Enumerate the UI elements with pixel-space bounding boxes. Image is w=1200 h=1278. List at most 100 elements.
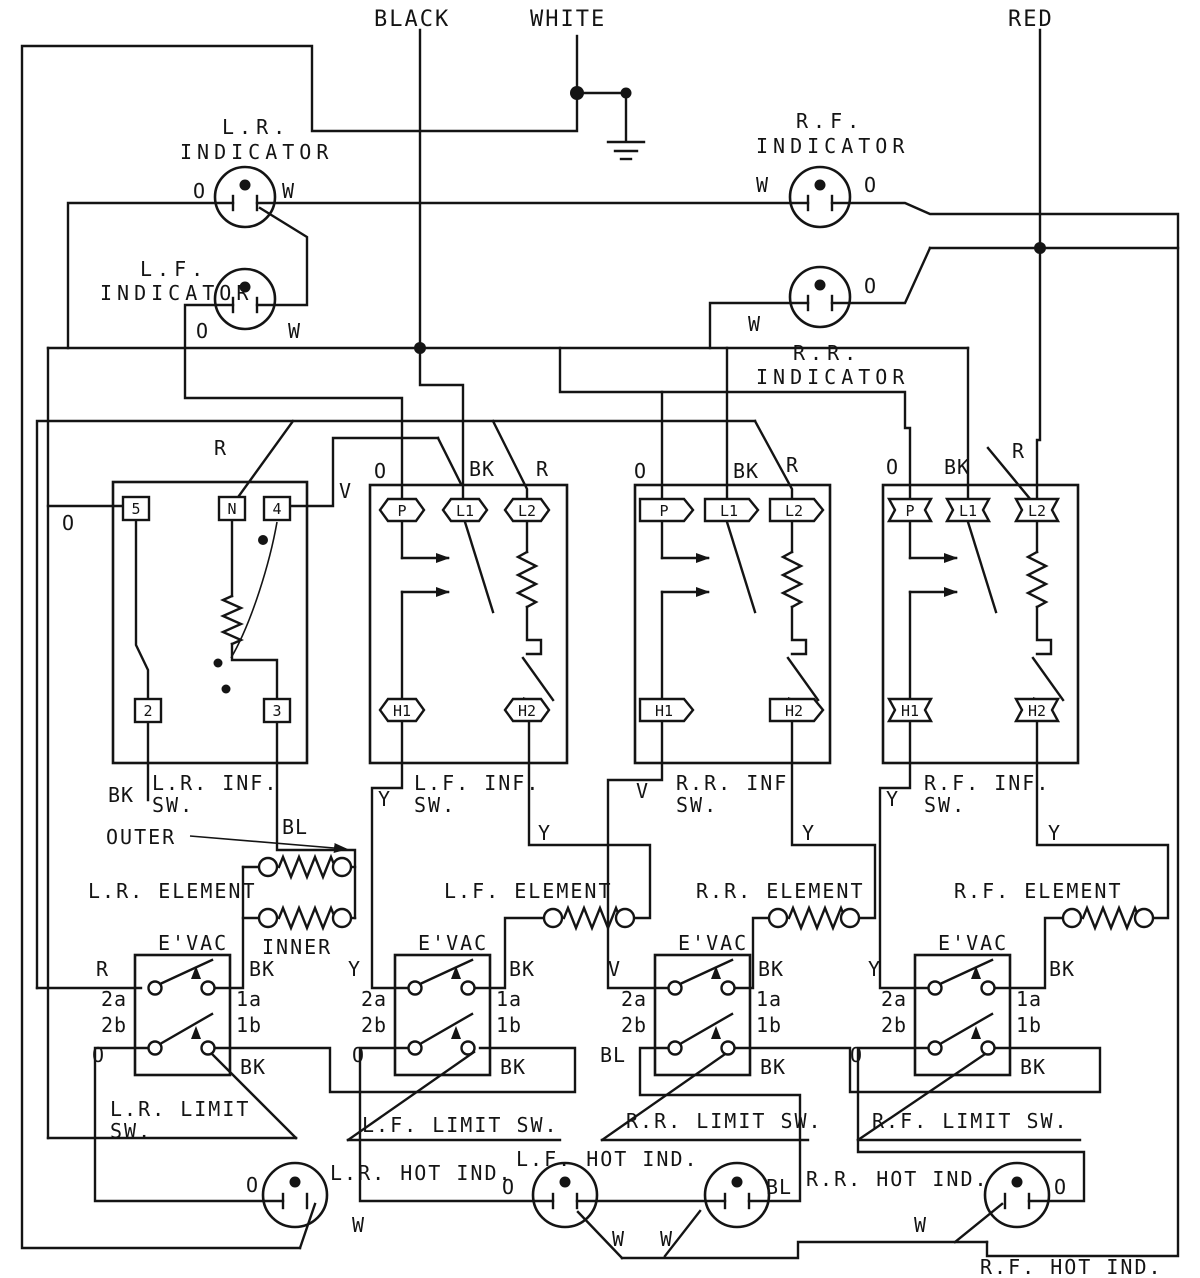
rr-element-label: R.R. ELEMENT [696, 879, 865, 903]
terminal-l1: L1 [720, 502, 738, 520]
wire-label-r-rf: R [1012, 439, 1025, 463]
limit-blade-rr [600, 1050, 730, 1142]
wire-v-rr-h1-evac [606, 719, 671, 990]
wire-label-y-lf-h2: Y [538, 821, 551, 845]
wire-w-diag-c1 [298, 1202, 317, 1250]
rf-element [1061, 904, 1155, 932]
rr-hot-ind-label: R.R. HOT IND. [806, 1167, 989, 1191]
wire-v-t4 [289, 436, 440, 508]
lr-limit-sw-label1: L.R. LIMIT [110, 1097, 250, 1121]
terminal-h1: H1 [393, 702, 411, 720]
terminal-h1: H1 [655, 702, 673, 720]
lf-evac-label: E'VAC [418, 931, 488, 955]
rr-element [767, 904, 861, 932]
wire-o-evac-rf-c4 [856, 1046, 1086, 1203]
lr-evac-in-top: R [96, 957, 109, 981]
lf-inf-switch: P L1 L2 H1 H2 [368, 483, 569, 765]
wire-label-o-lr: O [62, 511, 75, 535]
rr-indicator-label1: R.R. [793, 341, 861, 365]
rr-hot-pin-w: W [660, 1227, 673, 1251]
white-lead-label: WHITE [530, 7, 606, 32]
lr-inf-sw-name2: SW. [152, 793, 194, 817]
junction-dot [1034, 242, 1046, 254]
terminal-p: P [659, 502, 668, 520]
rf-hot-ind-label: R.F. HOT IND. [980, 1255, 1163, 1278]
lr-evac-out-top: BK [249, 957, 275, 981]
rf-limit-sw-label: R.F. LIMIT SW. [872, 1109, 1069, 1133]
rr-hot-pin-bl: BL [766, 1175, 792, 1199]
wire-v-l1-diag [436, 436, 463, 486]
lr-inf-switch: 5 N 4 2 3 [111, 480, 309, 765]
wire-r-l2-rf-callout [986, 446, 1033, 502]
terminal-l2: L2 [1028, 502, 1046, 520]
wire-o-rr-ind-diag [830, 246, 932, 305]
wire-y-rf-h2-element [1035, 719, 1170, 920]
lr-indicator-label2: INDICATOR [180, 140, 333, 164]
lf-element-label: L.F. ELEMENT [444, 879, 613, 903]
wire-label-bk-t2: BK [108, 783, 134, 807]
lf-inf-sw-name1: L.F. INF. [414, 771, 540, 795]
rf-inf-sw-name2: SW. [924, 793, 966, 817]
lr-element-label: L.R. ELEMENT [88, 879, 257, 903]
limit-blade-lf [346, 1050, 476, 1142]
wire-label-o-rf: O [886, 455, 899, 479]
wire-net [20, 28, 1180, 1260]
wire-label-bk-lf: BK [469, 457, 495, 481]
lf-evac-out-top: BK [509, 957, 535, 981]
wire-label-y-rr-h2: Y [802, 821, 815, 845]
junction-dot [620, 87, 632, 99]
wire-bk-l1-lf [418, 346, 465, 499]
rr-indicator-pin-left: W [748, 312, 761, 336]
rr-evac-2b: 2b [621, 1013, 647, 1037]
terminal-p: P [905, 502, 914, 520]
wire-label-v-rr-h1: V [636, 779, 649, 803]
terminal-4: 4 [272, 500, 281, 518]
wire-label-o-rr: O [634, 459, 647, 483]
lr-evac-in-bottom: O [92, 1043, 105, 1067]
lf-limit-sw-label: L.F. LIMIT SW. [362, 1113, 559, 1137]
limit-blade-rf [856, 1050, 990, 1142]
lr-evac-1b: 1b [236, 1013, 262, 1037]
rr-evac-out-bottom: BK [760, 1055, 786, 1079]
rr-indicator-label2: INDICATOR [756, 365, 909, 389]
wire-o-evac-lr-c1 [93, 1046, 285, 1203]
wire-o-rr-rf-p [558, 346, 912, 499]
lf-indicator-lamp [213, 267, 277, 331]
wire-r-l2-rr-diag [753, 419, 794, 499]
rf-evac-out-top: BK [1049, 957, 1075, 981]
terminal-2: 2 [143, 702, 152, 720]
rf-evac-label: E'VAC [938, 931, 1008, 955]
lf-hot-ind-label: L.F. HOT IND. [516, 1147, 699, 1171]
rr-evac-in-top: V [608, 957, 621, 981]
rf-indicator-lamp [788, 165, 852, 229]
lf-element [542, 904, 636, 932]
terminal-h2: H2 [785, 702, 803, 720]
ground-icon [606, 140, 646, 161]
wire-r-l2-lf-diag [491, 419, 529, 499]
wire-white-ground-branch [575, 91, 628, 142]
wire-y-lf-h1-evac [370, 719, 411, 990]
lr-limit-sw-label2: SW. [110, 1119, 152, 1143]
lf-indicator-label1: L.F. [140, 257, 208, 281]
wire-bl-c3-evac-rr [638, 1046, 802, 1203]
wire-label-r-lf: R [536, 457, 549, 481]
junction-dot [570, 86, 584, 100]
lf-evac-1a: 1a [496, 987, 522, 1011]
lr-evac-2b: 2b [101, 1013, 127, 1037]
wire-w-c4-diag [953, 1202, 1004, 1244]
lr-element [257, 853, 353, 932]
rr-indicator-pin-right: O [864, 274, 877, 298]
rf-evac-2a: 2a [881, 987, 907, 1011]
wire-label-bk-rf: BK [944, 455, 970, 479]
wire-w-c3-diag [663, 1209, 702, 1258]
terminal-h2: H2 [518, 702, 536, 720]
lr-indicator-label1: L.R. [222, 115, 290, 139]
rr-limit-sw-label: R.R. LIMIT SW. [626, 1109, 823, 1133]
rf-evac-switch [913, 953, 1012, 1077]
lr-hot-indicator-lamp [261, 1161, 329, 1229]
rf-evac-out-bottom: BK [1020, 1055, 1046, 1079]
wire-label-y-rf-h2: Y [1048, 821, 1061, 845]
wire-bl-t3-element [275, 719, 357, 920]
wire-w-bottom-bus [620, 1240, 989, 1260]
